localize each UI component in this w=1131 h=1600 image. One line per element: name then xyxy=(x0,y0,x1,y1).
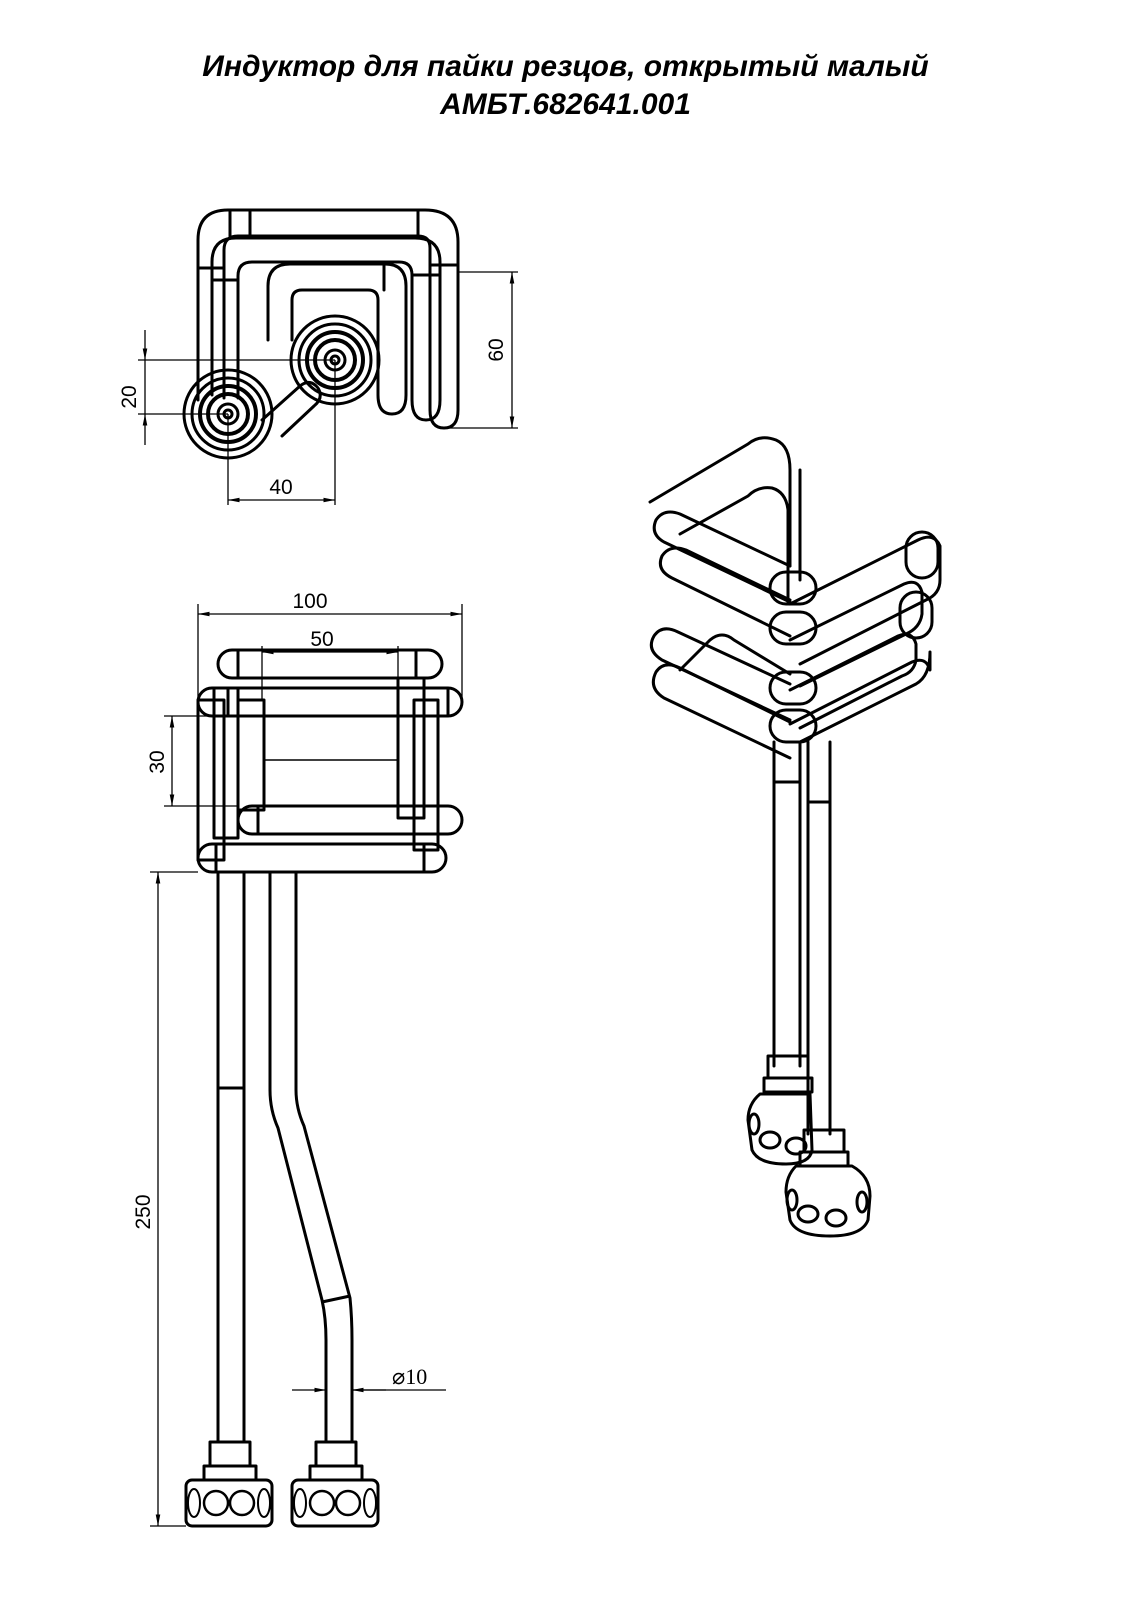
drawing-title: Индуктор для пайки резцов, открытый малы… xyxy=(202,50,929,83)
top-view-middle-loop xyxy=(210,236,442,422)
isometric-view xyxy=(648,436,942,1238)
dim-label-100: 100 xyxy=(292,590,327,613)
top-view-dimensions xyxy=(138,271,518,505)
dim-label-diameter: ⌀10 xyxy=(392,1364,427,1389)
top-view-inner-loop xyxy=(266,262,408,416)
dim-label-40: 40 xyxy=(269,476,292,499)
dim-label-60: 60 xyxy=(485,338,508,361)
dim-label-50: 50 xyxy=(310,628,333,651)
drawing-number: АМБТ.682641.001 xyxy=(440,88,691,121)
front-view-dimensions xyxy=(150,604,463,1527)
front-view-fitting-right xyxy=(290,1440,380,1528)
top-view xyxy=(182,208,460,460)
dim-label-250: 250 xyxy=(132,1194,155,1229)
isometric-fitting-lower xyxy=(784,1128,872,1238)
front-view-fitting-left xyxy=(184,1440,274,1528)
isometric-fitting-upper xyxy=(746,1054,814,1166)
dim-label-30: 30 xyxy=(146,750,169,773)
front-view xyxy=(184,648,464,1528)
dim-label-20: 20 xyxy=(118,385,141,408)
